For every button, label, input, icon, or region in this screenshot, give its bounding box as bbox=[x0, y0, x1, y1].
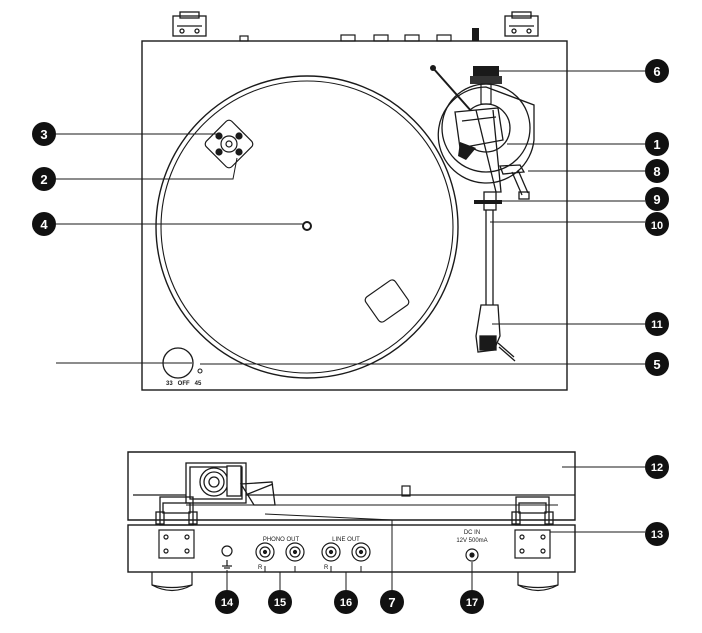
phono-out-label: PHONO OUT bbox=[263, 537, 300, 543]
adapter-holder bbox=[204, 119, 254, 169]
callout-8: 8 bbox=[645, 159, 669, 183]
hinge-plate-right bbox=[514, 529, 551, 559]
counterweight bbox=[470, 66, 502, 105]
spindle-rear bbox=[401, 485, 411, 497]
svg-text:13: 13 bbox=[651, 529, 663, 541]
line-out-label: LINE OUT bbox=[332, 537, 360, 543]
svg-text:7: 7 bbox=[388, 595, 395, 610]
phono-out-jack-r[interactable] bbox=[285, 542, 305, 562]
foot-right bbox=[517, 572, 559, 592]
svg-text:12: 12 bbox=[651, 462, 663, 474]
anti-skate-rod bbox=[432, 67, 473, 113]
svg-text:11: 11 bbox=[651, 319, 663, 331]
callout-15: 15 bbox=[268, 590, 292, 614]
callout-10: 10 bbox=[645, 212, 669, 236]
callout-4: 4 bbox=[32, 212, 56, 236]
phono-out-jack-l[interactable] bbox=[255, 542, 275, 562]
tone-arm bbox=[454, 107, 504, 305]
svg-text:3: 3 bbox=[40, 127, 47, 142]
callout-9: 9 bbox=[645, 187, 669, 211]
base-bulge bbox=[458, 142, 476, 160]
dc-plug-top bbox=[472, 28, 479, 41]
hinge-plate-left bbox=[158, 529, 195, 559]
rear-jack-tops bbox=[239, 34, 452, 42]
rear-plinth bbox=[127, 524, 576, 573]
lift-lever[interactable] bbox=[499, 164, 530, 200]
callout-6: 6 bbox=[645, 59, 669, 83]
callout-16: 16 bbox=[334, 590, 358, 614]
dc-in-jack[interactable] bbox=[465, 548, 479, 562]
speed-selector-text: 33 OFF 45 bbox=[166, 381, 202, 387]
svg-text:5: 5 bbox=[653, 357, 660, 372]
line-bracket bbox=[330, 566, 362, 573]
platter-notch bbox=[364, 279, 410, 323]
line-out-jack-r[interactable] bbox=[351, 542, 371, 562]
svg-text:8: 8 bbox=[653, 164, 660, 179]
arm-clip bbox=[474, 200, 502, 204]
svg-text:10: 10 bbox=[651, 220, 663, 232]
callout-5: 5 bbox=[645, 352, 669, 376]
callout-11: 11 bbox=[645, 312, 669, 336]
callout-14: 14 bbox=[215, 590, 239, 614]
svg-text:4: 4 bbox=[40, 217, 48, 232]
svg-text:2: 2 bbox=[40, 172, 47, 187]
dc-in-label: DC IN bbox=[464, 530, 480, 536]
svg-text:14: 14 bbox=[221, 597, 234, 609]
callout-1: 1 bbox=[645, 132, 669, 156]
svg-text:6: 6 bbox=[653, 64, 660, 79]
foot-left bbox=[151, 572, 193, 592]
spindle bbox=[302, 221, 312, 231]
svg-text:17: 17 bbox=[466, 597, 478, 609]
phono-channel-label: R bbox=[258, 565, 263, 571]
svg-text:15: 15 bbox=[274, 597, 286, 609]
tonearm-rear bbox=[185, 462, 276, 506]
callout-3: 3 bbox=[32, 122, 56, 146]
callout-13: 13 bbox=[645, 522, 669, 546]
callout-12: 12 bbox=[645, 455, 669, 479]
plinth bbox=[141, 40, 568, 391]
headshell bbox=[475, 304, 516, 362]
svg-text:1: 1 bbox=[653, 137, 660, 152]
hinge-right-top bbox=[504, 11, 539, 37]
callout-2: 2 bbox=[32, 167, 56, 191]
phono-bracket bbox=[264, 566, 296, 573]
callout-17: 17 bbox=[460, 590, 484, 614]
leader-lines bbox=[56, 70, 645, 590]
callout-7: 7 bbox=[380, 590, 404, 614]
line-out-jack-l[interactable] bbox=[321, 542, 341, 562]
line-channel-label: R bbox=[324, 565, 329, 571]
hinge-right-rear bbox=[511, 496, 554, 526]
dust-cover bbox=[127, 451, 576, 521]
hinge-left-top bbox=[172, 11, 207, 37]
platter-mat bbox=[160, 80, 454, 374]
indicator-light bbox=[197, 368, 203, 374]
svg-text:9: 9 bbox=[653, 192, 660, 207]
svg-text:16: 16 bbox=[340, 597, 352, 609]
dc-in-spec: 12V 500mA bbox=[456, 538, 487, 544]
ground-terminal[interactable] bbox=[221, 545, 233, 569]
platter bbox=[155, 75, 459, 379]
